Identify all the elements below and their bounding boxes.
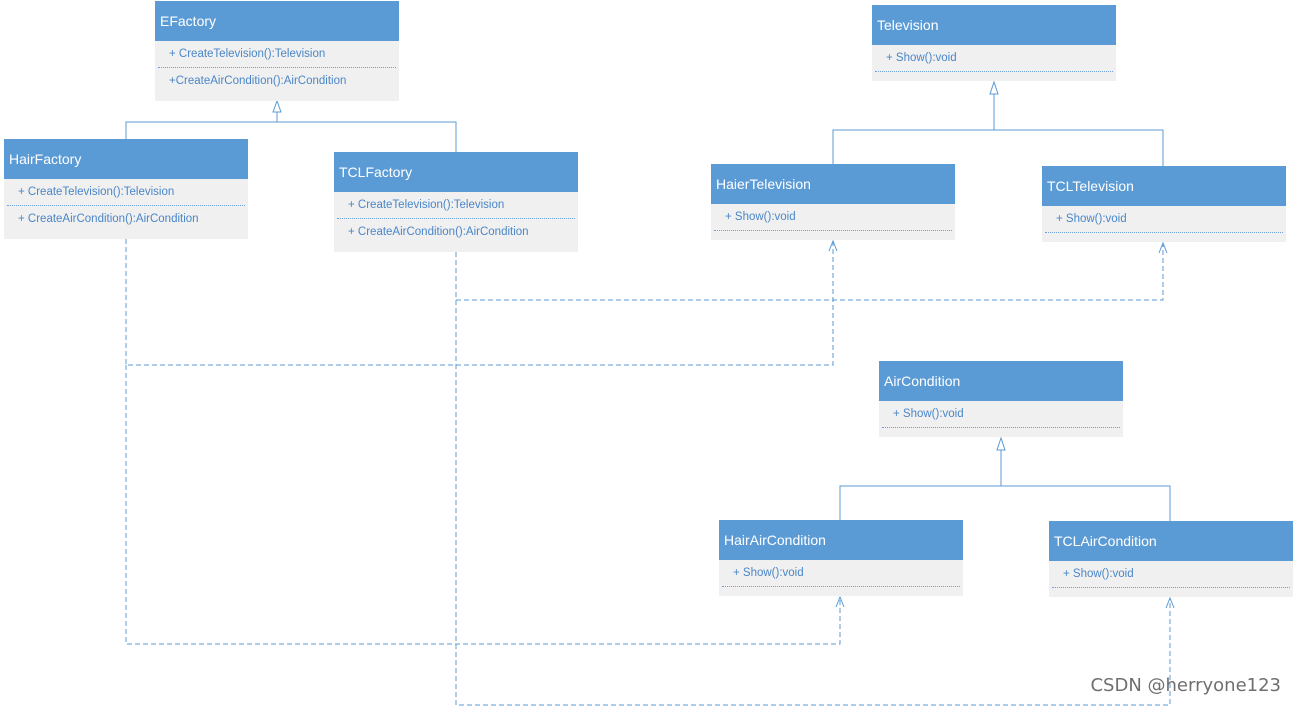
class-name: EFactory — [155, 1, 399, 41]
inheritance-tclfactory-efactory — [277, 121, 457, 152]
class-name: HairFactory — [4, 139, 248, 179]
watermark: CSDN @herryone123 — [1090, 675, 1281, 696]
dependency-hairfactory-hairaircondition — [125, 365, 841, 645]
dependency-tclfactory-tclaircondition — [455, 300, 1171, 706]
inheritance-hairaircondition-aircondition — [839, 450, 1002, 520]
inheritance-arrowhead-aircondition — [996, 436, 1006, 451]
class-name: HaierTelevision — [711, 164, 955, 204]
operation: + CreateTelevision():Television — [158, 41, 396, 68]
class-name: TCLAirCondition — [1049, 521, 1293, 561]
operation: + Show():void — [1045, 206, 1283, 233]
dependency-arrowhead-hairaircondition — [835, 595, 845, 608]
inheritance-haiertelevision-television — [832, 94, 995, 164]
inheritance-arrowhead-television — [989, 80, 999, 95]
operation: + CreateAirCondition():AirCondition — [348, 226, 529, 238]
operation: +CreateAirCondition():AirCondition — [169, 75, 347, 87]
class-name: TCLFactory — [334, 152, 578, 192]
operation: + CreateTelevision():Television — [7, 179, 245, 206]
operation: + CreateTelevision():Television — [337, 192, 575, 219]
class-name: Television — [872, 5, 1116, 45]
inheritance-arrowhead-efactory — [272, 99, 282, 113]
operation: + Show():void — [722, 560, 960, 587]
class-hairaircondition[interactable]: HairAirCondition + Show():void — [719, 520, 963, 596]
dependency-arrowhead-tcltelevision — [1158, 241, 1168, 254]
inheritance-tcltelevision-television — [994, 129, 1164, 166]
class-name: AirCondition — [879, 361, 1123, 401]
class-haiertelevision[interactable]: HaierTelevision + Show():void — [711, 164, 955, 240]
class-tclfactory[interactable]: TCLFactory + CreateTelevision():Televisi… — [334, 152, 578, 252]
class-television[interactable]: Television + Show():void — [872, 5, 1116, 81]
operation: + Show():void — [875, 45, 1113, 72]
class-name: HairAirCondition — [719, 520, 963, 560]
class-hairfactory[interactable]: HairFactory + CreateTelevision():Televis… — [4, 139, 248, 239]
class-name: TCLTelevision — [1042, 166, 1286, 206]
operation: + Show():void — [714, 204, 952, 231]
dependency-tclfactory-tcltelevision — [455, 243, 1164, 301]
class-tcltelevision[interactable]: TCLTelevision + Show():void — [1042, 166, 1286, 242]
inheritance-tclaircondition-aircondition — [1001, 485, 1171, 521]
dependency-arrowhead-haiertelevision — [828, 239, 838, 252]
operation: + CreateAirCondition():AirCondition — [18, 213, 199, 225]
class-efactory[interactable]: EFactory + CreateTelevision():Television… — [155, 1, 399, 101]
operation: + Show():void — [882, 401, 1120, 428]
dependency-hairfactory-haiertelevision — [125, 239, 834, 366]
operation: + Show():void — [1052, 561, 1290, 588]
dependency-arrowhead-tclaircondition — [1165, 596, 1175, 609]
class-aircondition[interactable]: AirCondition + Show():void — [879, 361, 1123, 437]
class-tclaircondition[interactable]: TCLAirCondition + Show():void — [1049, 521, 1293, 597]
inheritance-hairfactory-efactory — [125, 112, 278, 139]
